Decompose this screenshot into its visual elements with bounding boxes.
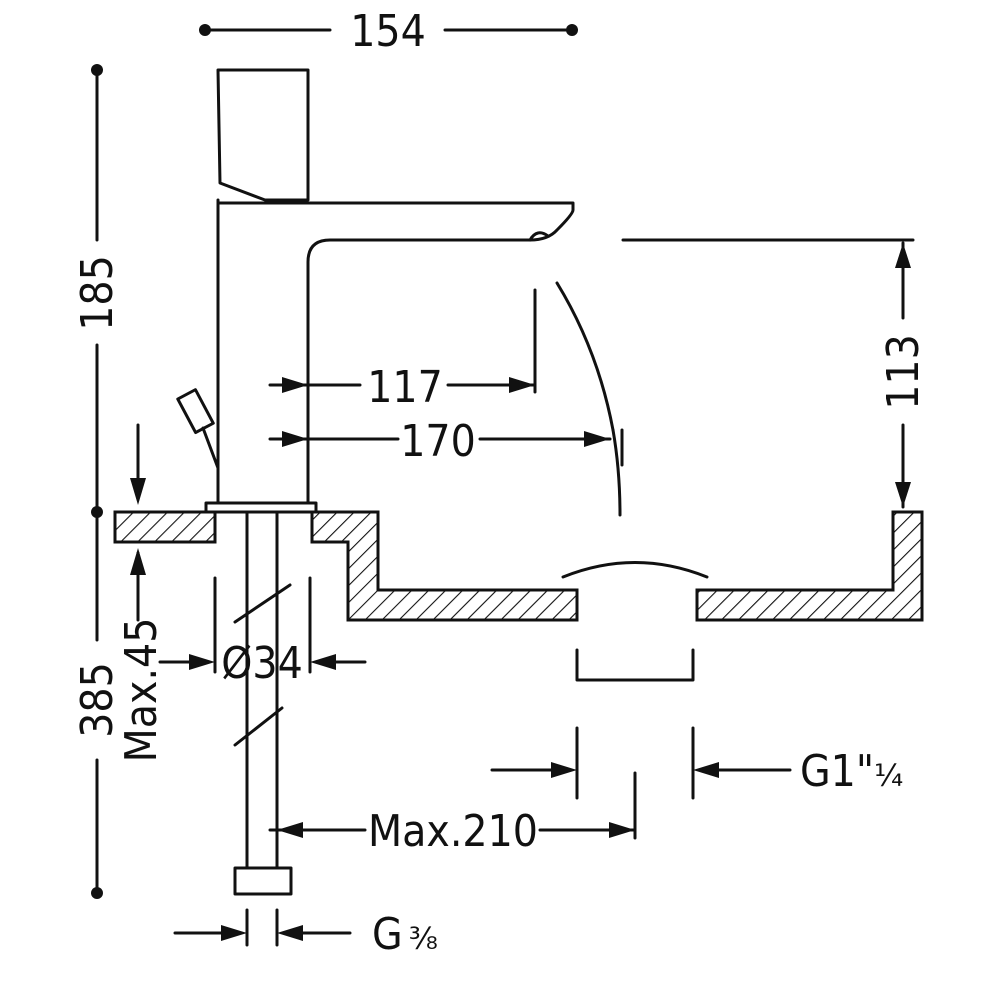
label-max-45: Max.45 xyxy=(116,618,167,763)
label-drain-thread: G1"¼ xyxy=(800,746,903,797)
basin-right xyxy=(695,510,924,622)
label-170: 170 xyxy=(400,416,476,467)
label-max-210: Max.210 xyxy=(368,806,538,857)
label-117: 117 xyxy=(367,362,443,413)
drain-plug xyxy=(561,561,709,579)
dimension-drain-thread: G1"¼ xyxy=(490,726,903,800)
supply-hose xyxy=(233,510,293,896)
label-185: 185 xyxy=(72,255,123,331)
water-stream xyxy=(533,281,624,517)
dimension-max-210: Max.210 xyxy=(268,771,637,857)
countertop-left xyxy=(113,510,217,544)
dimension-diameter-34: Ø34 xyxy=(158,576,367,747)
label-supply-thread-fraction: ⅜ xyxy=(409,922,438,957)
dimension-length-385: 385 xyxy=(72,510,123,899)
dimension-max-45: Max.45 xyxy=(116,423,167,763)
lever-handle xyxy=(216,68,310,202)
faucet-body xyxy=(176,68,575,514)
base-plate xyxy=(204,501,318,514)
basin-left xyxy=(310,510,579,622)
label-154: 154 xyxy=(350,6,426,57)
label-diameter-34: Ø34 xyxy=(221,638,303,689)
popup-rod xyxy=(176,388,215,435)
dimension-height-113: 113 xyxy=(621,238,929,509)
label-drain-thread-fraction: ¼ xyxy=(874,759,903,794)
dimension-width-154: 154 xyxy=(199,6,578,57)
hose-nut xyxy=(233,866,293,896)
label-385: 385 xyxy=(72,662,123,738)
countertop-section xyxy=(113,510,924,682)
dimension-reach-117: 117 xyxy=(268,362,537,413)
dimension-reach-170: 170 xyxy=(268,416,612,467)
label-113: 113 xyxy=(878,334,929,410)
dimension-height-185: 185 xyxy=(72,64,123,518)
spout xyxy=(216,198,575,505)
drain-body xyxy=(575,648,695,682)
